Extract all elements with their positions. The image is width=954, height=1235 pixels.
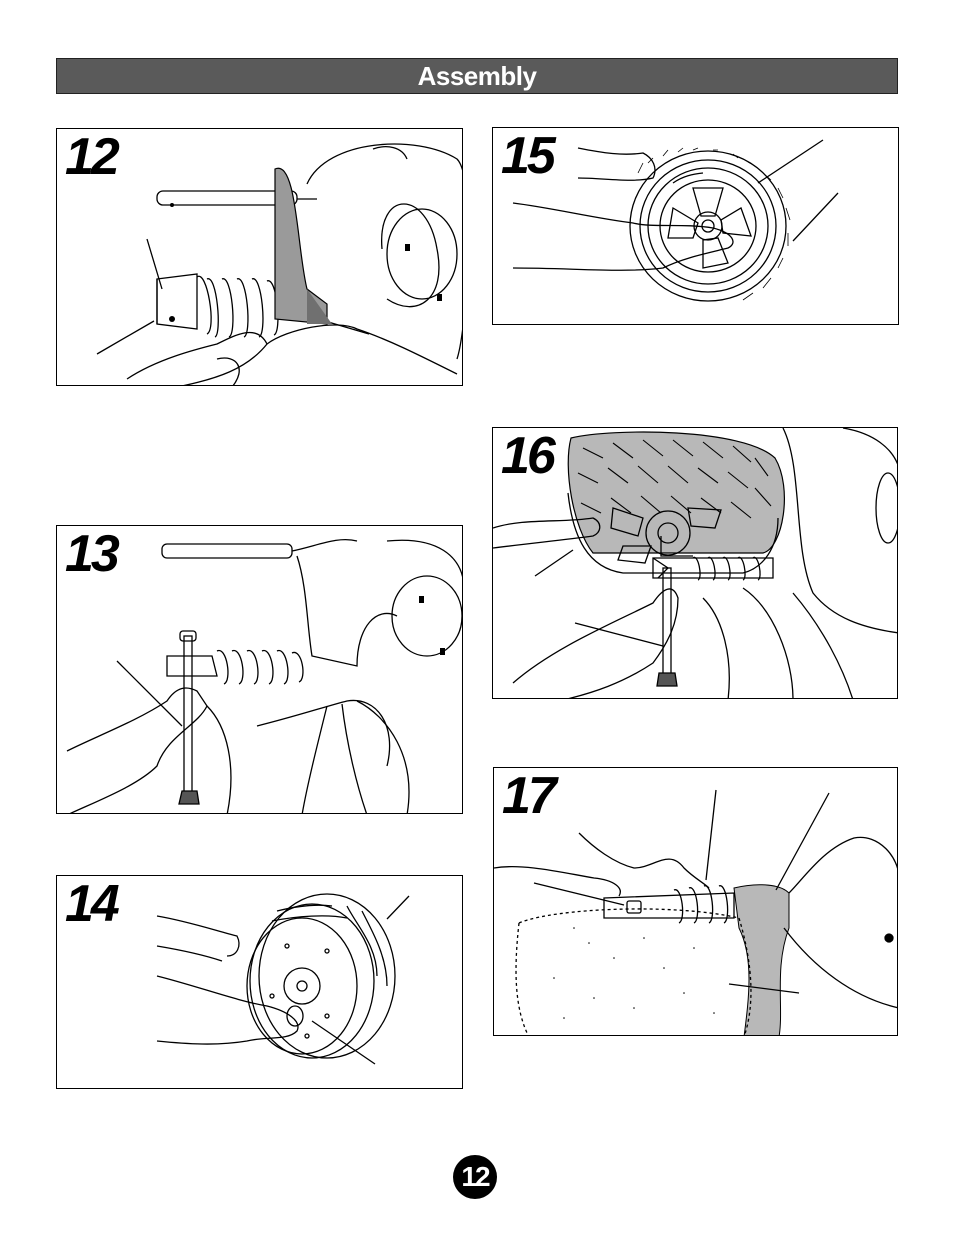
page-number-badge: 12 bbox=[453, 1155, 497, 1199]
step-number: 12 bbox=[65, 131, 117, 183]
rear-axle-illustration bbox=[57, 129, 463, 386]
step-15-panel: 15 bbox=[492, 127, 899, 325]
step-17-panel: 17 bbox=[493, 767, 898, 1036]
page-number: 12 bbox=[461, 1161, 488, 1193]
step-number: 13 bbox=[65, 528, 117, 580]
step-12-panel: 12 bbox=[56, 128, 463, 386]
wheel-hubcap-illustration bbox=[57, 876, 463, 1089]
step-13-panel: 13 bbox=[56, 525, 463, 814]
step-14-panel: 14 bbox=[56, 875, 463, 1089]
axle-bolt-illustration bbox=[57, 526, 463, 814]
step-number: 14 bbox=[65, 878, 117, 930]
step-number: 16 bbox=[501, 430, 553, 482]
section-header: Assembly bbox=[56, 58, 898, 94]
step-number: 15 bbox=[501, 130, 553, 182]
wheel-axle-illustration bbox=[493, 428, 898, 699]
axle-cover-illustration bbox=[494, 768, 898, 1036]
wheel-tire-illustration bbox=[493, 128, 899, 325]
step-number: 17 bbox=[502, 770, 554, 822]
step-16-panel: 16 bbox=[492, 427, 898, 699]
section-title: Assembly bbox=[418, 61, 537, 92]
